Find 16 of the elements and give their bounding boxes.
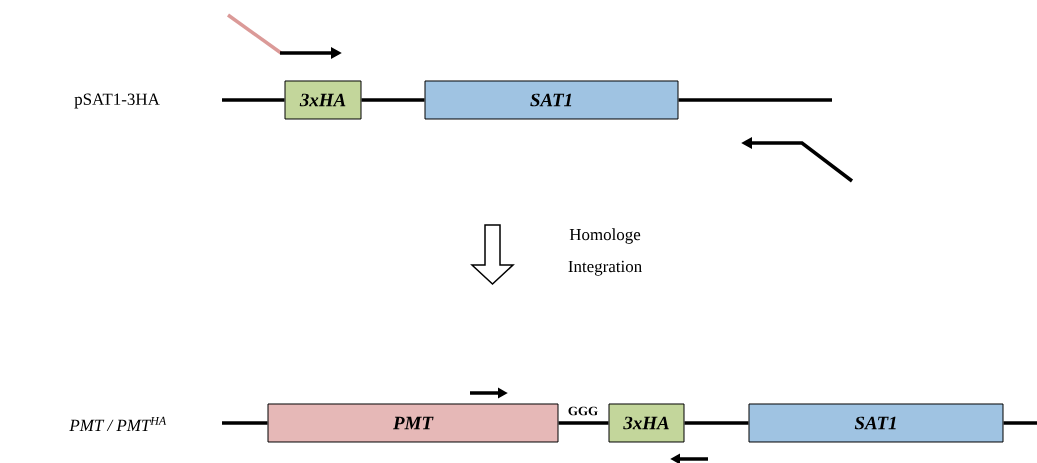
construct-label: pSAT1-3HA xyxy=(74,93,160,109)
dna-line xyxy=(558,421,609,425)
gene-box: PMT xyxy=(267,403,559,443)
dna-line xyxy=(684,421,749,425)
linker-label: GGG xyxy=(568,406,598,416)
gene-box: SAT1 xyxy=(424,80,679,120)
dna-line xyxy=(678,98,832,102)
gene-box: 3xHA xyxy=(608,403,685,443)
dna-line xyxy=(222,98,285,102)
process-label: Homologe Integration xyxy=(568,228,642,276)
dna-line xyxy=(361,98,425,102)
dna-line xyxy=(222,421,268,425)
gene-box: 3xHA xyxy=(284,80,362,120)
dna-line xyxy=(1003,421,1037,425)
construct-label: PMT / PMT$^{HA}$ xyxy=(69,416,167,432)
gene-box: SAT1 xyxy=(748,403,1004,443)
